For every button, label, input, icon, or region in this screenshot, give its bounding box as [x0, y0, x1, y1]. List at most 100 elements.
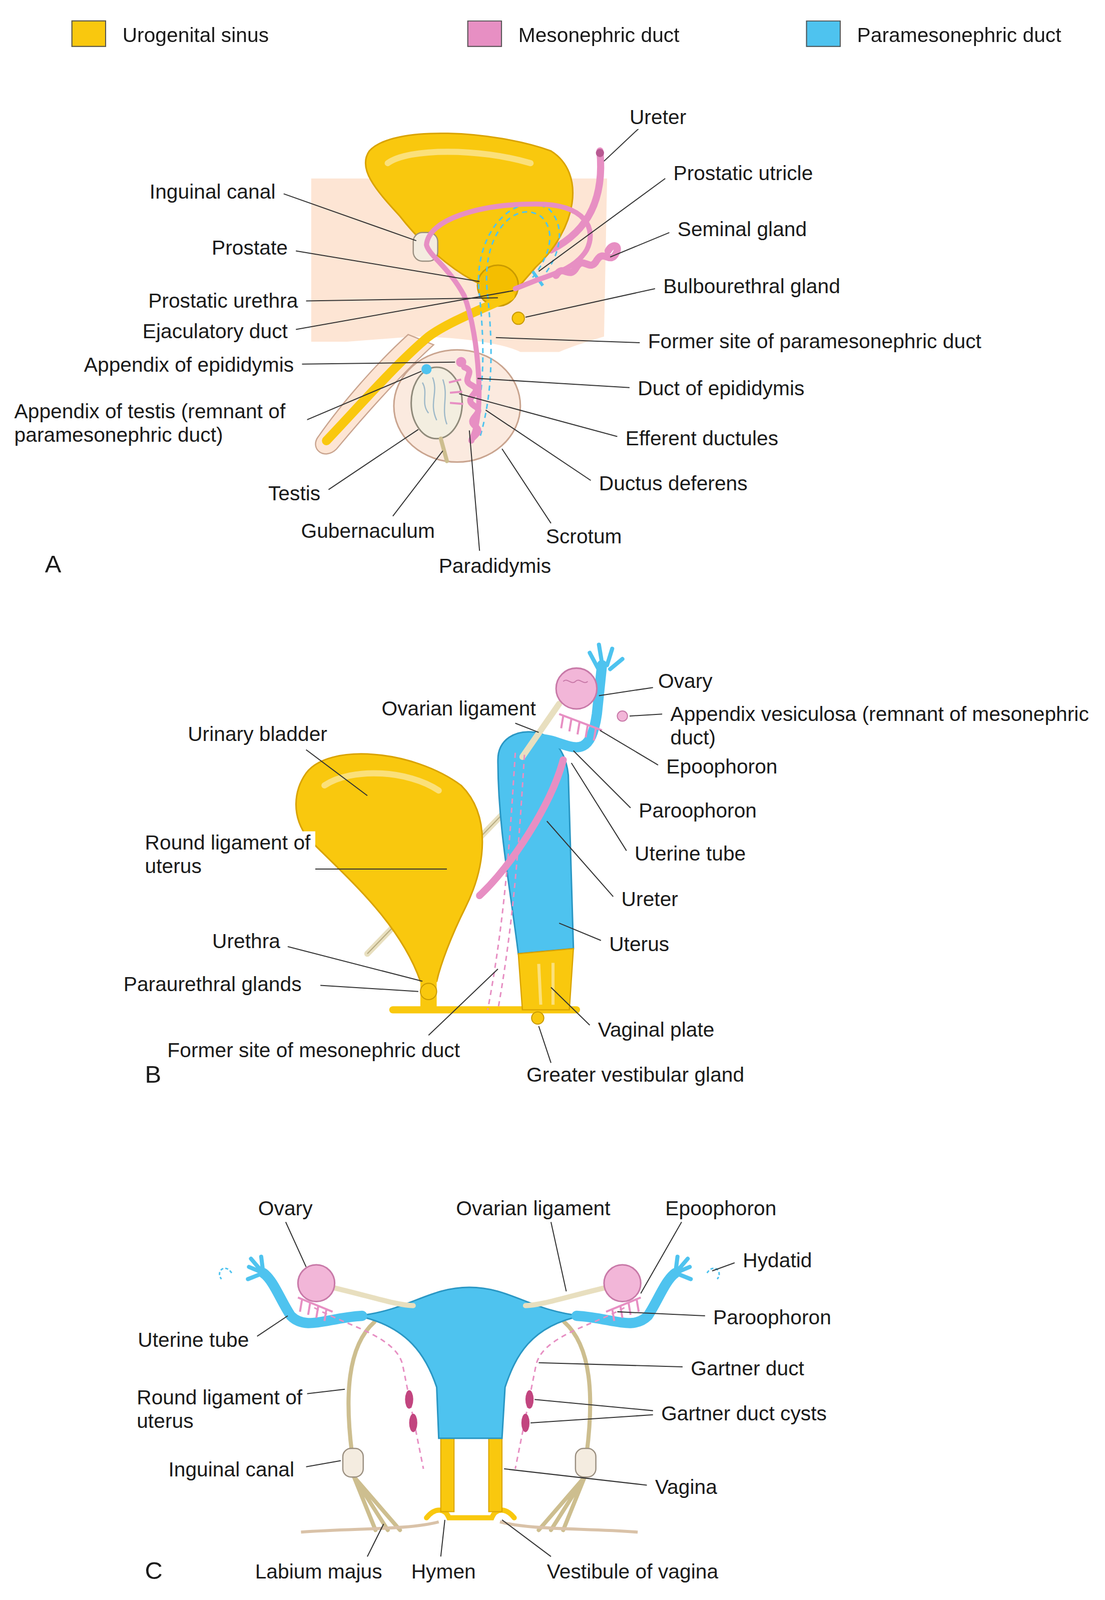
paramesonephric-remnant	[471, 204, 560, 441]
perineum	[300, 1522, 638, 1533]
panel-letter: B	[142, 1060, 164, 1089]
part-label: Urethra	[210, 929, 283, 954]
part-label: Appendix of testis (remnant of parameson…	[12, 399, 307, 447]
vagina	[488, 1438, 503, 1513]
leader-line	[559, 923, 602, 941]
round-ligament	[348, 1322, 400, 1531]
leader-line	[501, 448, 551, 524]
legend-swatch	[71, 20, 107, 48]
part-label: Epoophoron	[663, 1197, 779, 1222]
vagina	[440, 1438, 502, 1513]
part-label: Scrotum	[543, 524, 625, 549]
ovary	[604, 1265, 641, 1302]
part-label: Seminal gland	[675, 217, 810, 242]
leader-line	[538, 178, 666, 272]
leader-line	[295, 251, 480, 282]
leader-line	[571, 763, 627, 851]
part-label: Ureter	[619, 888, 681, 912]
leader-line	[515, 723, 539, 733]
leader-line	[458, 393, 618, 437]
paramesonephric-remnant	[479, 211, 550, 439]
part-label: Labium majus	[253, 1560, 385, 1584]
part-label: Hymen	[409, 1560, 478, 1584]
leader-line	[712, 1263, 735, 1272]
leader-line	[538, 1363, 683, 1368]
vaginal-plate	[518, 948, 574, 1025]
leader-line	[328, 429, 418, 490]
testis	[411, 357, 479, 462]
part-label: Efferent ductules	[623, 426, 781, 451]
leader-line	[257, 1316, 288, 1337]
gartner-duct	[521, 1414, 530, 1433]
part-label: Urinary bladder	[185, 722, 330, 747]
part-label: Vaginal plate	[596, 1018, 717, 1043]
leader-line	[367, 1524, 384, 1557]
part-label: Prostatic urethra	[146, 289, 300, 313]
part-label: Former site of mesonephric duct	[165, 1038, 462, 1063]
vagina	[440, 1438, 455, 1513]
round-ligament	[538, 1322, 591, 1531]
gartner-duct	[404, 1390, 413, 1410]
part-label: Bulbourethral gland	[661, 274, 843, 299]
gartner-duct	[409, 1414, 418, 1433]
part-label: Ejaculatory duct	[140, 319, 290, 344]
legend-text: Paramesonephric duct	[857, 23, 1062, 48]
seminal-gland	[556, 245, 618, 276]
urinary-bladder	[420, 983, 437, 1000]
legend-swatch	[806, 20, 841, 48]
part-label: Appendix vesiculosa (remnant of mesoneph…	[668, 703, 1101, 751]
paramesonephric-remnant	[471, 204, 560, 441]
testis	[421, 364, 432, 375]
ductus-deferens	[426, 204, 591, 439]
panel-letter: C	[142, 1557, 165, 1586]
leader-line	[610, 232, 670, 258]
part-label: Ureter	[627, 105, 689, 130]
leader-line	[640, 1222, 682, 1294]
leader-line	[440, 1520, 445, 1557]
part-label: Round ligament of uterus	[142, 831, 316, 879]
legend-text: Mesonephric duct	[518, 23, 680, 48]
part-label: Ductus deferens	[597, 471, 750, 496]
leader-line	[306, 750, 368, 797]
leader-line	[392, 450, 443, 516]
part-label: Round ligament of uterus	[134, 1386, 308, 1434]
part-label: Paraurethral glands	[121, 972, 304, 997]
leader-line	[546, 821, 614, 897]
part-label: Uterine tube	[135, 1329, 251, 1353]
leader-line	[617, 1312, 705, 1317]
testis	[455, 357, 466, 368]
part-label: Inguinal canal	[166, 1458, 297, 1482]
part-label: Vestibule of vagina	[544, 1560, 721, 1584]
ovary	[617, 711, 628, 722]
testis	[440, 438, 447, 462]
part-label: Prostate	[209, 236, 290, 260]
part-label: Appendix of epididymis	[82, 353, 297, 377]
leader-line	[629, 714, 663, 717]
leader-line	[599, 687, 654, 696]
part-label: Epoophoron	[664, 755, 780, 780]
leader-line	[485, 410, 591, 481]
leader-line	[469, 430, 480, 551]
ductus-deferens	[426, 204, 591, 439]
leader-line	[604, 128, 639, 162]
part-label: Ovarian ligament	[379, 697, 538, 722]
mesonephric-remnant	[487, 753, 516, 1011]
ovary	[559, 714, 603, 741]
urinary-bladder	[387, 151, 531, 164]
part-label: Paradidymis	[436, 554, 554, 579]
part-label: Inguinal canal	[147, 180, 278, 204]
round-ligament	[342, 1448, 364, 1478]
urethra	[511, 312, 524, 325]
testis	[464, 367, 479, 441]
part-label: Prostatic utricle	[671, 161, 816, 186]
ovary	[297, 1265, 335, 1302]
ovary	[297, 1297, 333, 1322]
leader-line	[285, 1222, 307, 1268]
seminal-gland	[556, 245, 618, 276]
part-label: Vagina	[653, 1475, 720, 1500]
leader-line	[283, 193, 417, 241]
uterus	[219, 1268, 720, 1280]
part-label: Gartner duct cysts	[659, 1402, 829, 1426]
uterus	[247, 1257, 264, 1280]
